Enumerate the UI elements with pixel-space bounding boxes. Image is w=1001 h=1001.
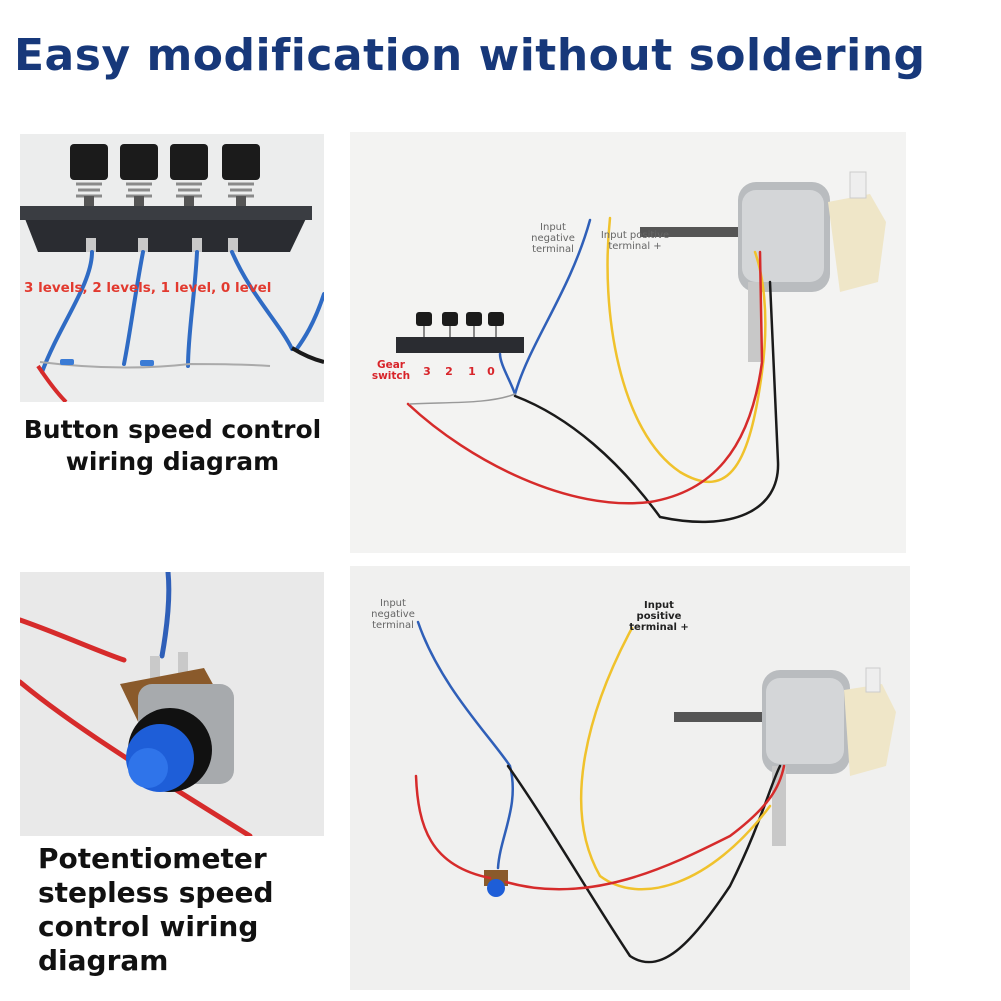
potentiometer-closeup-illustration [20, 572, 253, 836]
potentiometer-wiring-photo: Input negative terminal Input positive t… [350, 566, 910, 990]
button-switch-closeup-photo [20, 134, 324, 402]
negative-terminal-label: Input negative terminal [371, 598, 415, 631]
gear-switch-label: Gear switch [371, 359, 411, 382]
button-wiring-photo: Input negative terminal Input positive t… [350, 132, 906, 553]
gear-num-1: 1 [468, 365, 476, 378]
positive-terminal-label: Input positive terminal + [600, 230, 670, 252]
potentiometer-wiring-illustration [414, 620, 896, 964]
button-caption: Button speed control wiring diagram [23, 415, 322, 476]
potentiometer-icon [484, 870, 508, 897]
potentiometer-caption: Potentiometer stepless speed control wir… [38, 842, 274, 977]
gear-num-2: 2 [445, 365, 453, 378]
button-caps [70, 144, 260, 180]
negative-terminal-label: Input negative terminal [531, 222, 575, 255]
button-wiring-illustration [396, 171, 886, 524]
page-title: Easy modification without soldering [14, 30, 926, 81]
motor-icon [674, 667, 896, 846]
gear-switch-icon [396, 312, 524, 353]
potentiometer-closeup-photo [20, 572, 324, 836]
motor-icon [640, 171, 886, 362]
gear-num-0: 0 [487, 365, 495, 378]
levels-label: 3 levels, 2 levels, 1 level, 0 level [24, 280, 272, 296]
button-switch-closeup-illustration [20, 144, 324, 402]
gear-num-3: 3 [423, 365, 431, 378]
positive-terminal-label: Input positive terminal + [629, 600, 689, 633]
